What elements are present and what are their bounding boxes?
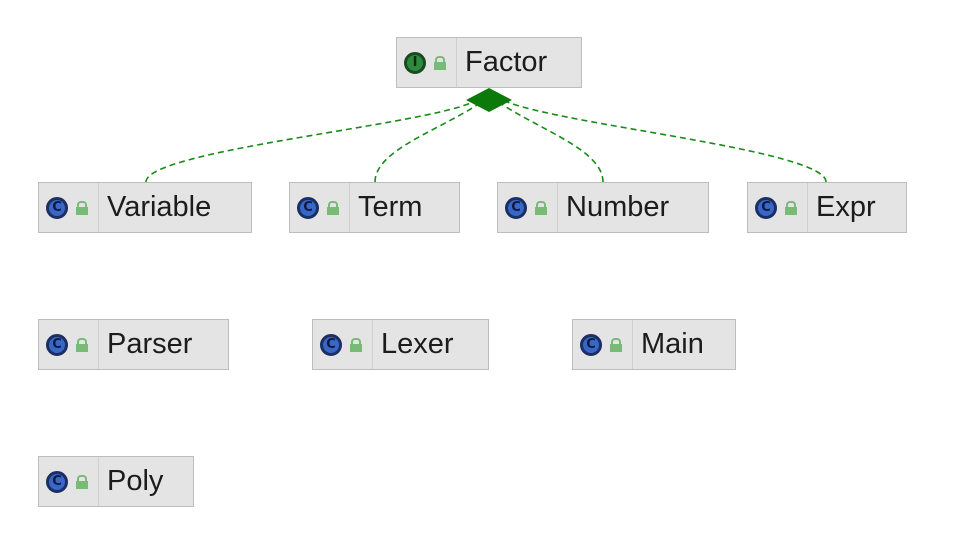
class-icon: C: [755, 196, 777, 219]
node-icons: C: [290, 183, 350, 232]
public-access-icon: [76, 200, 88, 215]
class-icon: C: [46, 333, 68, 356]
node-icons: C: [498, 183, 558, 232]
public-access-icon: [327, 200, 339, 215]
edge-term-to-factor: [374, 102, 481, 183]
node-label-expr: Expr: [816, 191, 876, 223]
interface-icon: I: [404, 51, 426, 74]
edge-variable-to-factor: [145, 100, 476, 183]
class-icon: C: [320, 333, 342, 356]
node-label-variable: Variable: [107, 191, 212, 223]
class-icon: C: [580, 333, 602, 356]
node-icons: C: [39, 320, 99, 369]
public-access-icon: [76, 474, 88, 489]
class-icon: C: [46, 470, 68, 493]
class-icon: C: [297, 196, 319, 219]
public-access-icon: [610, 337, 622, 352]
class-icon: C: [505, 196, 527, 219]
node-parser[interactable]: C Parser: [38, 319, 229, 370]
node-icons: C: [748, 183, 808, 232]
node-expr[interactable]: C Expr: [747, 182, 907, 233]
node-factor[interactable]: I Factor: [396, 37, 582, 88]
node-icons: C: [39, 457, 99, 506]
node-label-poly: Poly: [107, 465, 164, 497]
node-main[interactable]: C Main: [572, 319, 736, 370]
node-label-parser: Parser: [107, 328, 193, 360]
node-number[interactable]: C Number: [497, 182, 709, 233]
node-term[interactable]: C Term: [289, 182, 460, 233]
node-label-term: Term: [358, 191, 423, 223]
node-icons: C: [39, 183, 99, 232]
node-icons: C: [573, 320, 633, 369]
node-label-main: Main: [641, 328, 704, 360]
edge-number-to-factor: [499, 102, 604, 183]
edge-expr-to-factor: [504, 100, 827, 183]
public-access-icon: [350, 337, 362, 352]
implements-arrowhead: [466, 88, 512, 112]
public-access-icon: [76, 337, 88, 352]
class-icon: C: [46, 196, 68, 219]
node-poly[interactable]: C Poly: [38, 456, 194, 507]
node-label-number: Number: [566, 191, 670, 223]
public-access-icon: [535, 200, 547, 215]
public-access-icon: [434, 55, 446, 70]
public-access-icon: [785, 200, 797, 215]
node-variable[interactable]: C Variable: [38, 182, 252, 233]
node-label-factor: Factor: [465, 46, 548, 78]
node-label-lexer: Lexer: [381, 328, 454, 360]
node-icons: I: [397, 38, 457, 87]
node-lexer[interactable]: C Lexer: [312, 319, 489, 370]
node-icons: C: [313, 320, 373, 369]
